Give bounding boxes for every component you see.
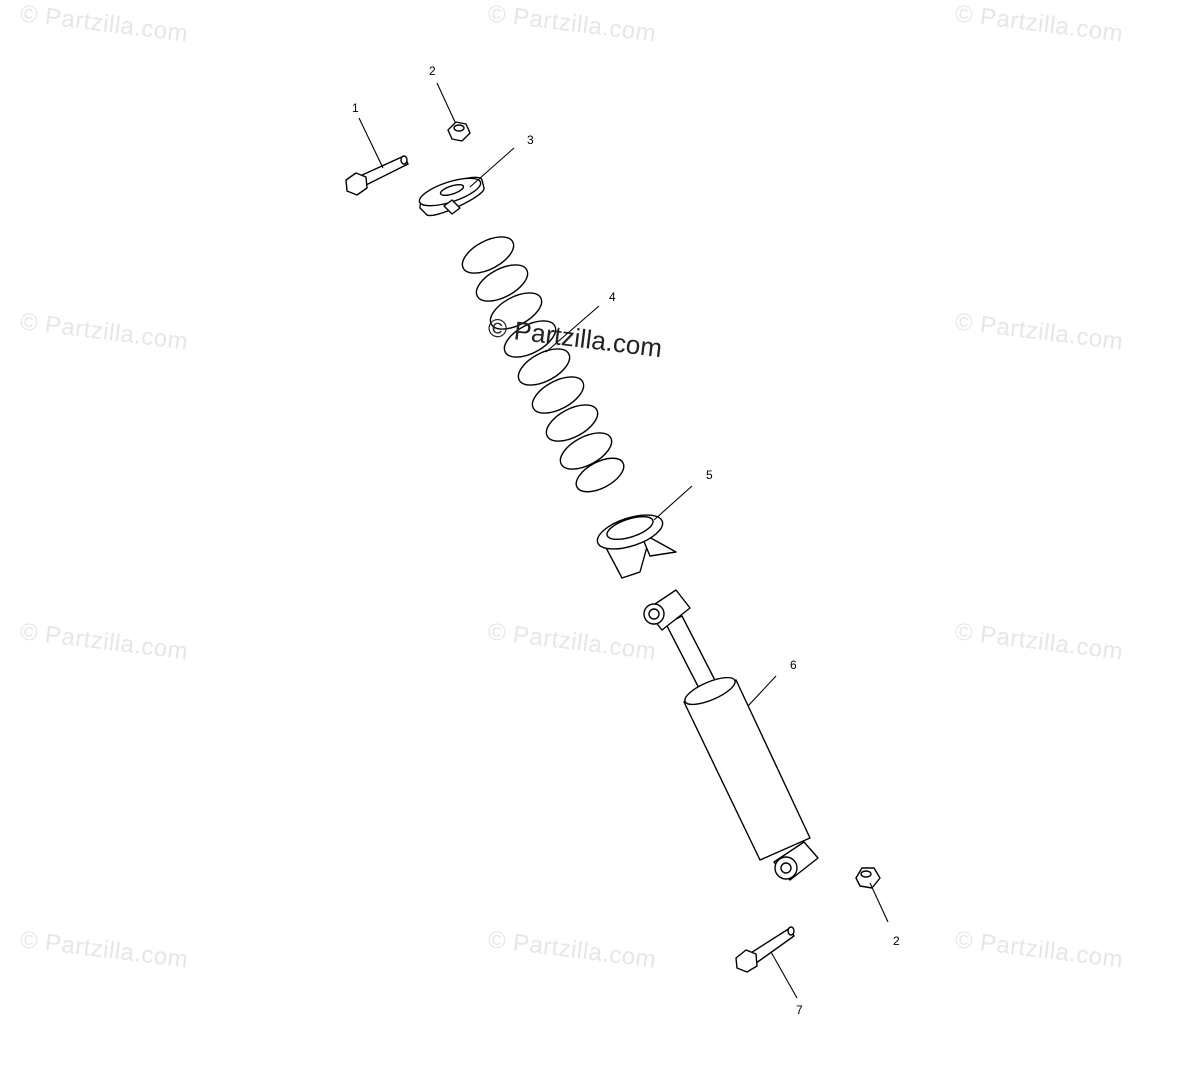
callout-7: 7 <box>796 1003 803 1017</box>
callout-1: 1 <box>352 101 359 115</box>
callout-5: 5 <box>706 468 713 482</box>
leader-line <box>436 82 456 123</box>
leader-line <box>545 305 600 353</box>
bolt-part-7[interactable] <box>735 926 795 973</box>
leader-line <box>747 675 777 707</box>
shock-absorber-part-6[interactable] <box>643 589 819 881</box>
coil-spring-part-4[interactable] <box>457 229 629 498</box>
callout-2: 2 <box>429 64 436 78</box>
leader-line <box>469 147 515 188</box>
bump-cup-part-5[interactable] <box>593 508 677 579</box>
leader-line <box>770 951 798 999</box>
nut-part-2-bottom[interactable] <box>855 867 881 889</box>
nut-part-2-top[interactable] <box>447 121 471 142</box>
retainer-part-3[interactable] <box>416 173 485 217</box>
callout-3: 3 <box>527 133 534 147</box>
leader-line <box>358 117 384 169</box>
leader-line <box>869 882 889 923</box>
leader-line <box>653 485 693 521</box>
callout-2: 2 <box>893 934 900 948</box>
callout-6: 6 <box>790 658 797 672</box>
callout-4: 4 <box>609 290 616 304</box>
bolt-part-1[interactable] <box>345 155 409 196</box>
